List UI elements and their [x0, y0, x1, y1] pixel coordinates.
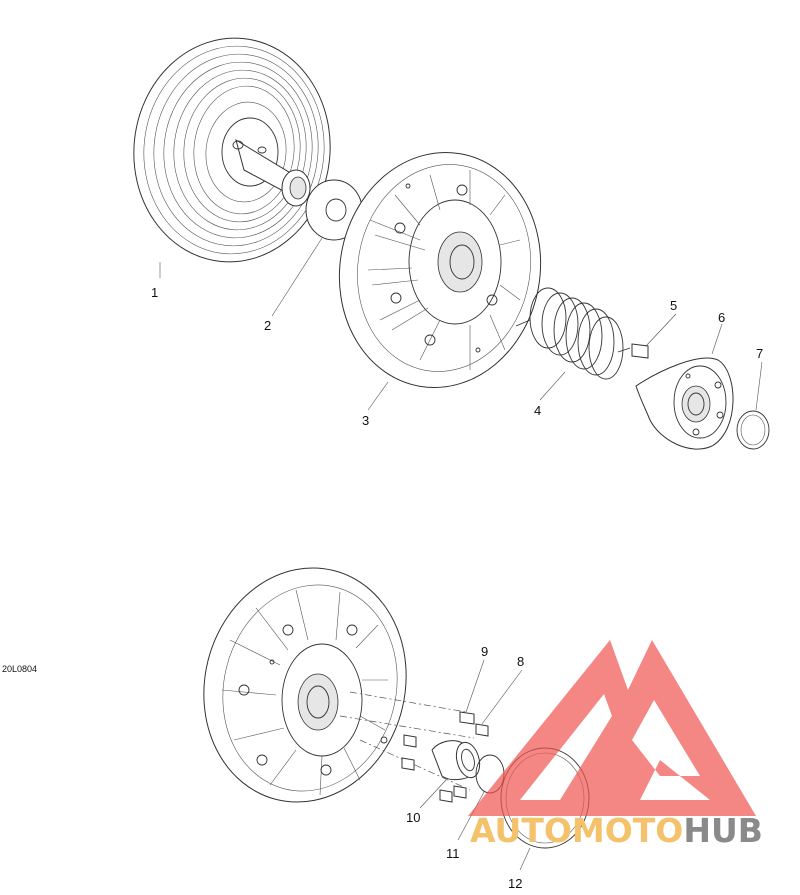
- part-3-movable-sheave: [338, 152, 542, 388]
- logo-mark: [468, 640, 756, 816]
- lower-movable-sheave: [203, 567, 407, 803]
- part-6-cam: [635, 357, 734, 450]
- watermark-logo: [468, 640, 756, 816]
- callout-2: 2: [264, 318, 271, 333]
- callout-12: 12: [508, 876, 522, 891]
- small-inserts: [401, 734, 467, 803]
- part-8-slider-shoe: [475, 723, 489, 737]
- callout-6: 6: [718, 310, 725, 325]
- callout-9: 9: [481, 644, 488, 659]
- part-2-washer: [305, 179, 363, 241]
- callout-leaders-upper: [159, 237, 763, 411]
- part-10-bushing: [431, 740, 481, 781]
- assembly-axis-lines: [339, 691, 475, 791]
- part-9-slider-shoe: [459, 711, 475, 725]
- callout-1: 1: [151, 285, 158, 300]
- part-1-fixed-sheave: [133, 37, 331, 263]
- watermark-word-a: AUTOMOTO: [470, 811, 683, 850]
- watermark-text: AUTOMOTOHUB: [470, 811, 763, 850]
- part-7-circlip: [736, 410, 770, 450]
- part-5-block: [631, 343, 649, 359]
- callout-3: 3: [362, 413, 369, 428]
- callout-numbers: 1 2 3 4 5 6 7 8 9 10 11 12: [151, 285, 763, 891]
- callout-11: 11: [446, 846, 460, 861]
- figure-code: 20L0804: [2, 664, 37, 674]
- part-4-spring: [515, 287, 631, 380]
- callout-7: 7: [756, 346, 763, 361]
- callout-4: 4: [534, 403, 541, 418]
- callout-5: 5: [670, 298, 677, 313]
- callout-8: 8: [517, 654, 524, 669]
- watermark-word-b: HUB: [683, 811, 763, 850]
- callout-10: 10: [406, 810, 420, 825]
